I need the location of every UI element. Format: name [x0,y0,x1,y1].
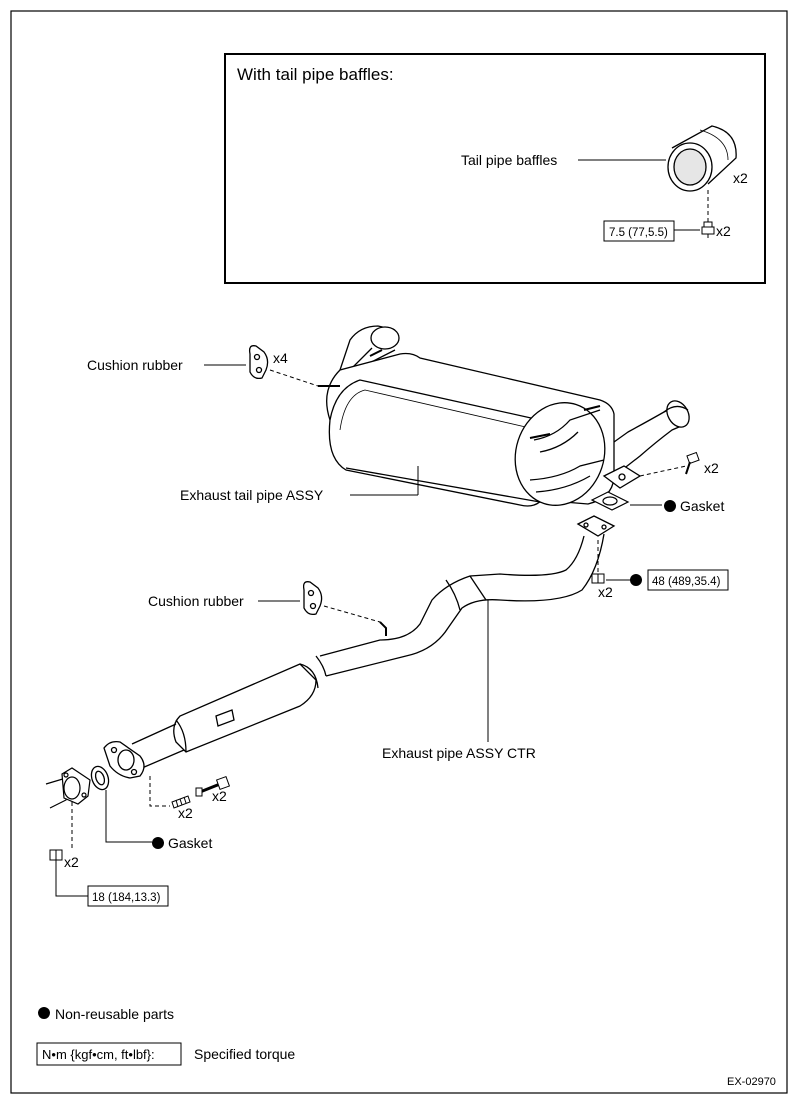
torque-ctr-nut: 48 (489,35.4) [652,576,721,588]
dash-cushion-mid [323,605,381,623]
dash-bolt [149,776,170,807]
non-reusable-mark-ctr-nut [630,574,642,586]
figure-id: EX-02970 [727,1076,776,1088]
exhaust-pipe-ctr-drawing [103,515,616,779]
front-pipe-stub-drawing [45,767,91,809]
ctr-nut-drawing [591,540,605,584]
qty-ctr-nut: x2 [598,584,613,600]
non-reusable-mark-gasket-right [664,500,676,512]
torque-box-front-nut [87,885,169,907]
legend: Non-reusable parts N•m {kgf•cm, ft•lbf}:… [36,1006,295,1066]
torque-box-ctr-nut [647,569,729,591]
dash-cushion-top [269,369,319,387]
leader-front-nut [55,860,88,897]
label-tail-pipe-baffles: Tail pipe baffles [461,152,557,168]
dash-tail-bolt [639,465,687,477]
cushion-rubber-mid-drawing [302,581,323,616]
label-exhaust-pipe-ctr: Exhaust pipe ASSY CTR [382,745,536,761]
gasket-right-drawing [590,491,630,511]
qty-baffles: x2 [733,170,748,186]
label-cushion-rubber-top: Cushion rubber [87,357,183,373]
leader-gasket-left [105,790,152,843]
non-reusable-mark-gasket-left [152,837,164,849]
cushion-rubber-top-drawing [248,345,269,380]
qty-front-nut: x2 [64,854,79,870]
exhaust-tail-pipe-drawing [318,325,690,507]
legend-specified-torque: Specified torque [194,1046,295,1062]
qty-cushion-top: x4 [273,350,288,366]
label-cushion-rubber-mid: Cushion rubber [148,593,244,609]
inset-box: With tail pipe baffles: Tail pipe baffle… [224,53,766,284]
bolt-drawing [195,775,231,797]
front-nut-drawing [49,849,63,861]
tail-bolt-drawing [685,451,700,475]
legend-non-reusable-mark [38,1007,50,1019]
torque-baffle-bolt: 7.5 (77,5.5) [609,227,668,239]
label-gasket-right: Gasket [680,498,724,514]
qty-bolt: x2 [212,788,227,804]
legend-torque-box [36,1042,182,1066]
baffle-bolt-drawing [701,221,715,238]
stud-drawing [171,795,191,809]
label-exhaust-tail-pipe: Exhaust tail pipe ASSY [180,487,324,503]
inset-title: With tail pipe baffles: [237,65,394,84]
legend-non-reusable-text: Non-reusable parts [55,1006,174,1022]
legend-torque-units: N•m {kgf•cm, ft•lbf}: [42,1047,155,1062]
label-gasket-left: Gasket [168,835,212,851]
outer-border [10,10,788,1094]
qty-baffle-bolt: x2 [716,223,731,239]
qty-tail-bolt: x2 [704,460,719,476]
tail-pipe-baffle-drawing [667,125,737,192]
torque-front-nut: 18 (184,13.3) [92,892,161,904]
torque-box-baffle [603,220,675,242]
gasket-left-drawing [90,765,110,791]
qty-stud: x2 [178,805,193,821]
